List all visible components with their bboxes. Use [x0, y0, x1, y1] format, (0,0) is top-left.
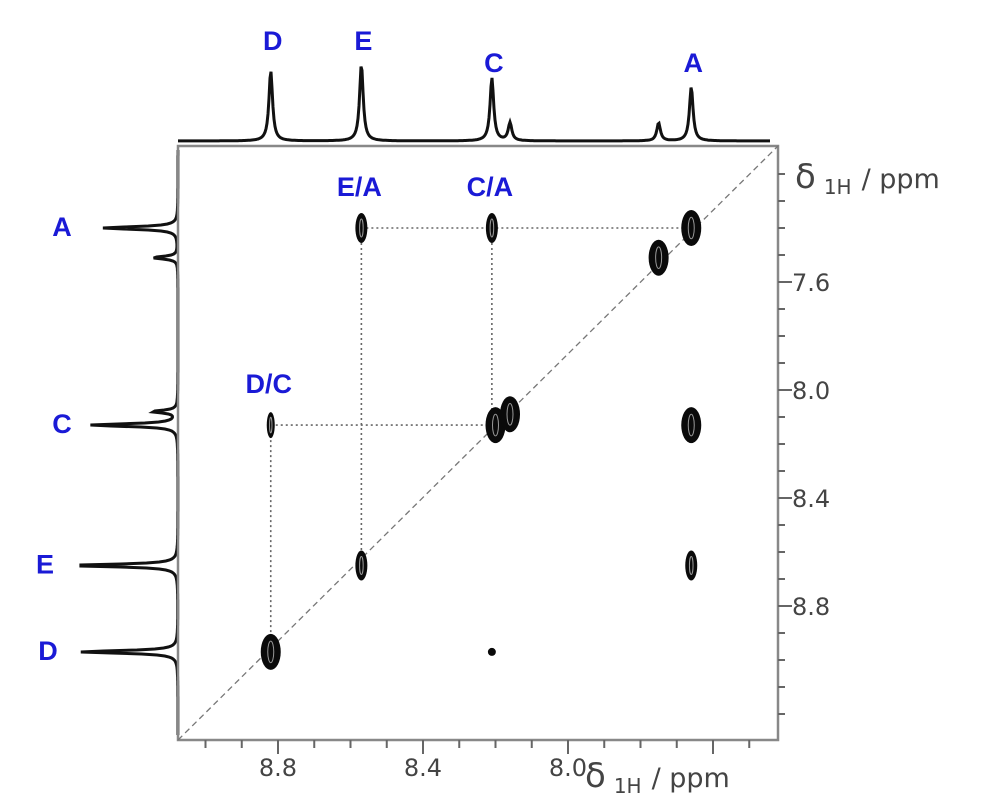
x-tick-label: 8.4: [404, 754, 442, 782]
cross-peak-contour: [267, 640, 275, 664]
top-projection-spectrum: [178, 66, 770, 143]
cross-peak: [260, 633, 281, 670]
cross-peak: [681, 210, 702, 246]
cross-peak-contour: [359, 218, 364, 238]
cross-peak-label: D/C: [246, 369, 293, 399]
left-peak-label-E: E: [36, 550, 54, 580]
cross-peak-contour: [506, 403, 514, 426]
left-peak-label-D: D: [38, 636, 58, 666]
cross-peak-contour: [687, 413, 695, 437]
left-peak-label-A: A: [52, 212, 72, 242]
x-tick-label: 8.0: [549, 754, 587, 782]
cross-peak-contour: [687, 216, 695, 240]
y-tick-label: 8.0: [792, 377, 830, 405]
top-peak-label-A: A: [684, 48, 704, 78]
top-peak-label-E: E: [354, 26, 372, 56]
cross-peak: [355, 213, 368, 243]
cross-peak: [500, 396, 520, 433]
left-peak-label-C: C: [52, 409, 72, 439]
cross-peak-label: C/A: [467, 172, 514, 202]
cross-peak: [485, 213, 498, 243]
cross-peak: [648, 239, 669, 276]
top-peak-label-D: D: [263, 26, 283, 56]
x-tick-label: 8.8: [259, 754, 297, 782]
cross-peak-contour: [359, 556, 364, 575]
cross-peak: [487, 647, 496, 656]
cross-peak-contour: [688, 556, 694, 575]
cross-peak: [266, 412, 275, 439]
cross-peak-contour: [489, 218, 495, 238]
y-tick-label: 8.8: [792, 593, 830, 621]
cross-peak-label: E/A: [337, 172, 382, 202]
y-tick-label: 7.6: [792, 269, 830, 297]
left-projection-spectrum: [79, 150, 180, 735]
cross-peak: [681, 407, 702, 444]
y-tick-label: 8.4: [792, 485, 830, 513]
cross-peak-contour: [492, 413, 499, 437]
cross-peak-contour: [655, 246, 663, 270]
cross-peak-contour: [269, 416, 273, 434]
cross-peak: [685, 550, 698, 581]
cross-peak: [355, 550, 368, 581]
top-peak-label-C: C: [484, 48, 504, 78]
